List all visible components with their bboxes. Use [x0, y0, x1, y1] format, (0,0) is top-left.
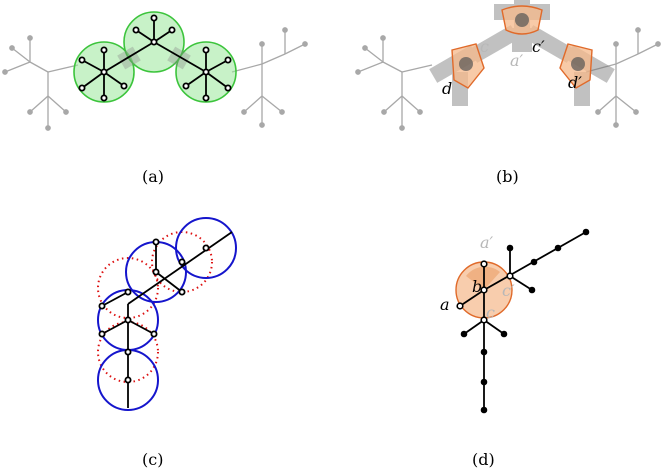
- panel-b: c a′ d c′ d′ (b): [355, 0, 661, 186]
- panel-b-left-gray-tree: [355, 35, 433, 131]
- panel-d-label-a-prime: a′: [480, 233, 494, 252]
- panel-b-label-d-prime: d′: [568, 73, 582, 92]
- panel-b-label-d: d: [442, 79, 452, 98]
- panel-b-label-c-prime: c′: [532, 37, 545, 56]
- panel-a-left-gray-tree: [2, 35, 79, 131]
- panel-d-black-tree: [459, 228, 590, 414]
- caption-c: (c): [142, 450, 163, 469]
- panel-d-open-vertices: [456, 260, 514, 324]
- panel-b-dark-centers: [459, 13, 585, 71]
- panel-a-black-tree: [78, 14, 232, 102]
- panel-d-label-c: c: [486, 303, 495, 322]
- panel-c: (c): [97, 217, 237, 469]
- panel-d-label-b: b: [472, 277, 482, 296]
- panel-a-right-gray-tree: [231, 27, 308, 128]
- panel-d: a′ b c′ a c (d): [440, 228, 590, 469]
- panel-b-label-a-prime-faint: a′: [510, 51, 524, 70]
- panel-a: (a): [2, 11, 308, 186]
- caption-b: (b): [496, 167, 519, 186]
- panel-b-right-gray-tree: [585, 27, 661, 128]
- caption-a: (a): [142, 167, 164, 186]
- panel-c-black-tree: [98, 231, 233, 408]
- panel-d-orange-sector: [466, 266, 500, 290]
- panel-d-label-a: a: [440, 295, 450, 314]
- panel-b-label-c-faint: c: [480, 37, 489, 56]
- panel-d-label-c-prime: c′: [502, 281, 515, 300]
- caption-d: (d): [472, 450, 495, 469]
